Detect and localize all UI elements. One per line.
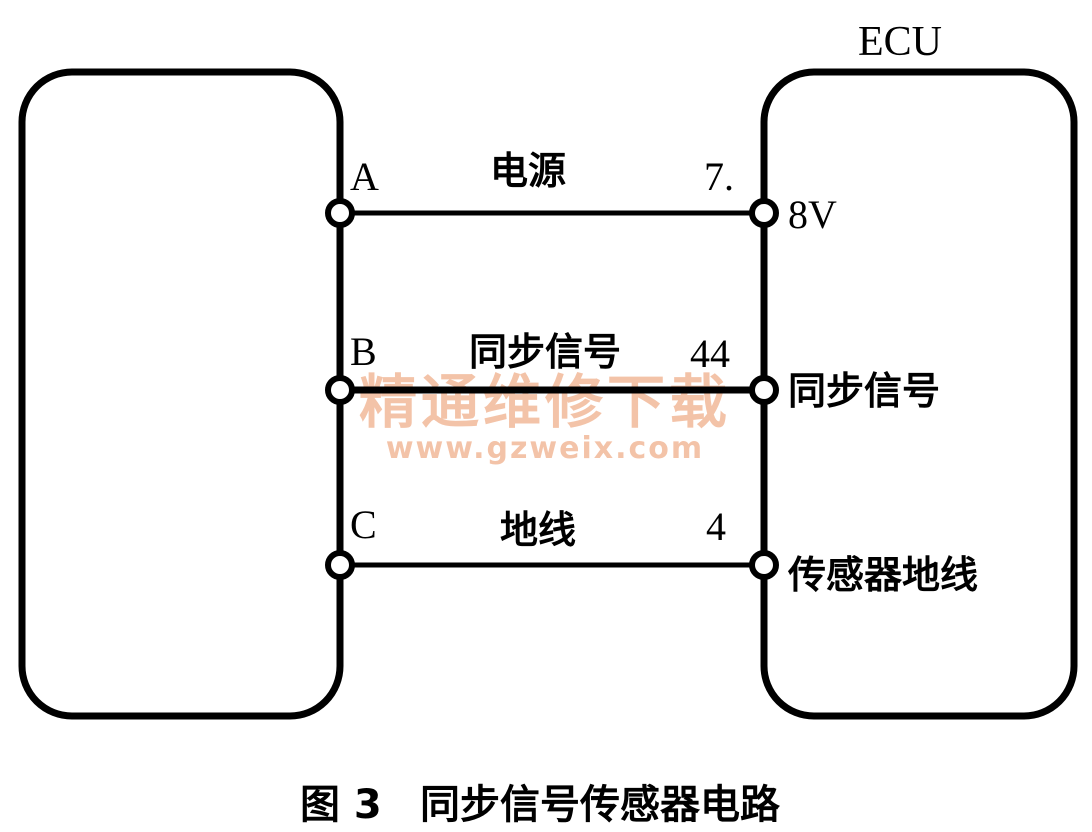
wire-signal-b: 同步信号 xyxy=(469,330,621,374)
ecu-label-b: 同步信号 xyxy=(788,369,940,413)
terminal-c-sensor xyxy=(325,550,355,580)
watermark-url: www.gzweix.com xyxy=(386,431,704,466)
caption-title: 同步信号传感器电路 xyxy=(420,782,781,828)
terminal-a-sensor xyxy=(325,198,355,228)
ecu-pin-b: 44 xyxy=(690,331,730,376)
ecu-label-c: 传感器地线 xyxy=(787,553,978,597)
wire-signal-a: 电源 xyxy=(490,149,566,193)
pin-label-c: C xyxy=(350,502,377,547)
ecu-label-a: 8V xyxy=(788,192,837,237)
pin-label-a: A xyxy=(350,154,379,199)
pin-label-b: B xyxy=(350,329,377,374)
ecu-pin-c: 4 xyxy=(706,504,726,549)
caption-number: 图 3 xyxy=(300,782,382,828)
terminal-c-ecu xyxy=(749,550,779,580)
ecu-pin-a: 7. xyxy=(704,154,734,199)
ecu-title: ECU xyxy=(858,19,942,65)
terminal-b-sensor xyxy=(325,375,355,405)
terminal-b-ecu xyxy=(749,375,779,405)
watermark-text: 精通维修下载 xyxy=(359,368,731,436)
terminal-a-ecu xyxy=(749,198,779,228)
sensor-box xyxy=(18,68,344,720)
wire-signal-c: 地线 xyxy=(500,508,576,552)
